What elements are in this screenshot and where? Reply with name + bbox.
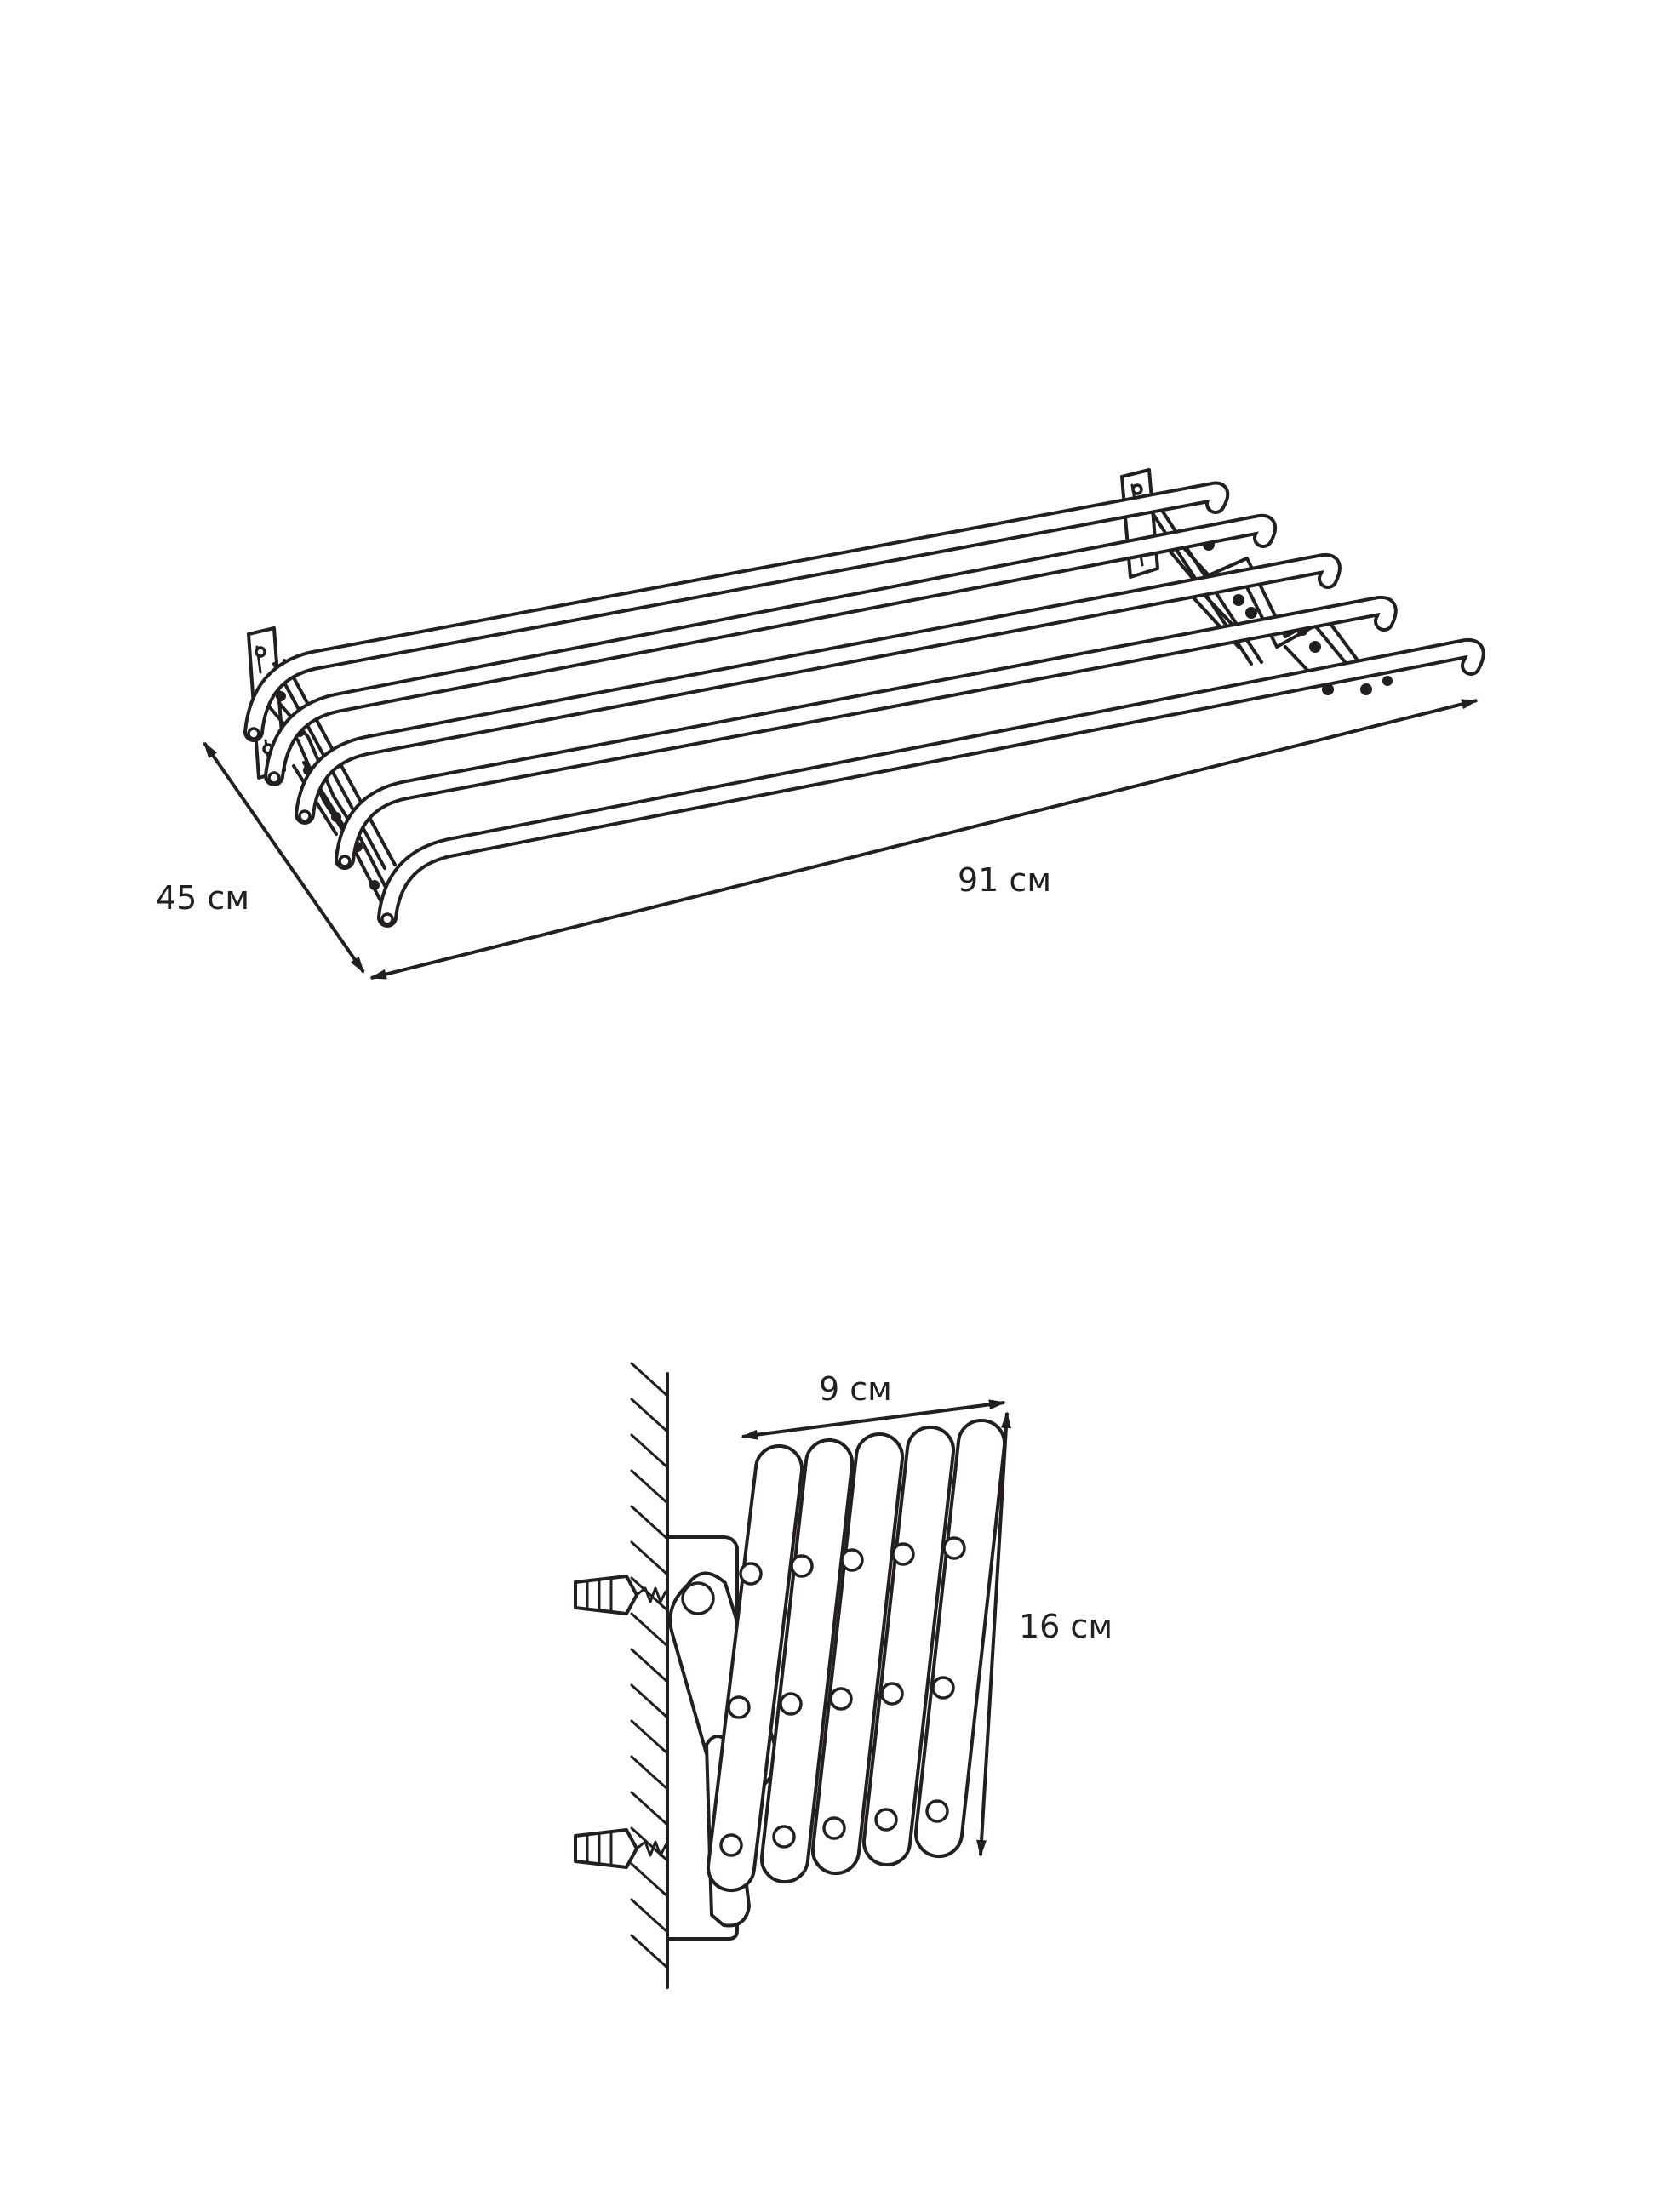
folded-arm-2 (759, 1438, 855, 1883)
width-dimension-line (741, 1399, 1006, 1440)
wall (630, 1362, 669, 1989)
folded-arms (706, 1419, 1007, 1892)
depth-label: 45 см (156, 879, 249, 917)
dimension-lines-bottom (741, 1399, 1011, 1857)
dimension-lines-top (203, 699, 1479, 980)
right-wall-bracket (1120, 468, 1159, 579)
folded-arm-1 (706, 1444, 804, 1892)
rivet-holes (719, 1536, 966, 1857)
length-dimension-line (369, 699, 1479, 980)
wall-anchor-bottom (574, 1828, 667, 1869)
extended-rack-drawing: 91 см 45 см (156, 468, 1485, 980)
depth-dimension-line (203, 741, 365, 974)
length-label: 91 см (958, 861, 1051, 899)
folded-rack-drawing: 9 см 16 см (574, 1362, 1113, 1989)
wall-anchor-top (574, 1575, 667, 1615)
drying-bar-1 (243, 481, 1230, 742)
height-label: 16 см (1019, 1608, 1113, 1645)
height-dimension-line (976, 1411, 1011, 1857)
width-label: 9 см (819, 1370, 892, 1408)
